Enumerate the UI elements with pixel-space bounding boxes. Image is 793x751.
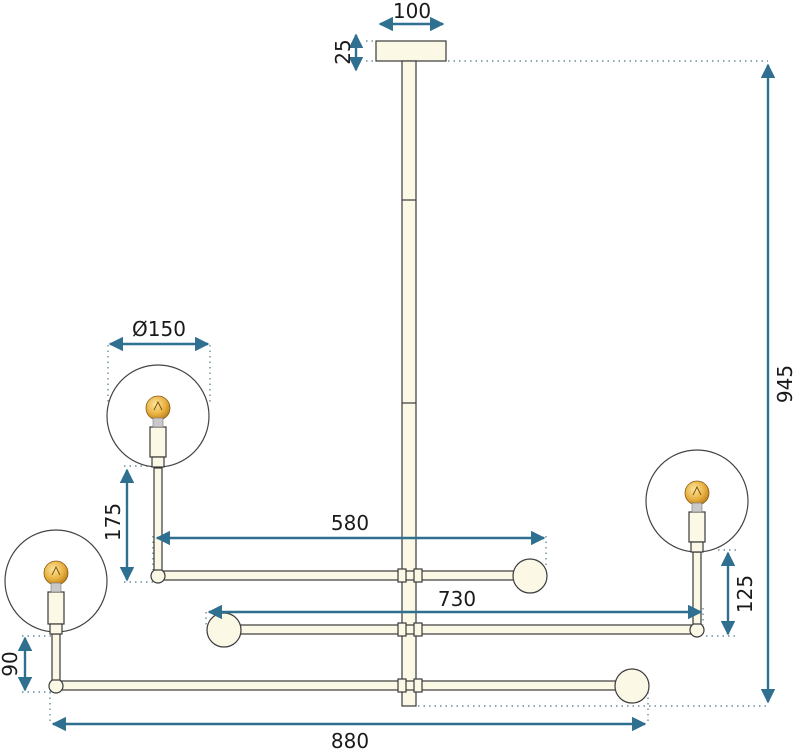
lower-arm-left-knuckle [48, 678, 64, 694]
lower-arm-end-ball [614, 668, 650, 704]
dimension-arrows [17, 16, 776, 732]
middle-arm [221, 624, 697, 635]
upper-arm [157, 570, 529, 581]
lower-arm [55, 680, 633, 691]
arm-upper-label: 580 [331, 511, 369, 535]
bulb-icon [43, 560, 69, 586]
central-rod [401, 60, 417, 707]
globe-diameter-label: Ø150 [132, 317, 186, 341]
ceiling-canopy [375, 40, 447, 62]
lower-left-drop-label: 90 [0, 651, 22, 676]
total-height-label: 945 [773, 365, 793, 403]
left-drop-stem [153, 467, 163, 571]
globe-upper-left [106, 364, 210, 468]
upper-arm-left-knuckle [150, 568, 166, 584]
lower-left-drop-stem [51, 633, 61, 681]
chandelier-fixture [48, 40, 705, 707]
right-drop-label: 125 [733, 575, 757, 613]
middle-arm-right-knuckle [689, 622, 705, 638]
guide-lines [22, 40, 768, 724]
bulb-icon [145, 395, 171, 421]
canopy-width-label: 100 [393, 0, 431, 23]
middle-arm-end-ball [206, 612, 242, 648]
bulb-icon [684, 480, 710, 506]
total-width-label: 880 [331, 729, 369, 751]
globe-lower-left [4, 529, 108, 635]
left-drop-label: 175 [101, 503, 125, 541]
upper-arm-end-ball [512, 558, 548, 594]
arm-middle-label: 730 [438, 587, 476, 611]
canopy-height-label: 25 [331, 39, 355, 64]
globe-right [645, 449, 749, 553]
